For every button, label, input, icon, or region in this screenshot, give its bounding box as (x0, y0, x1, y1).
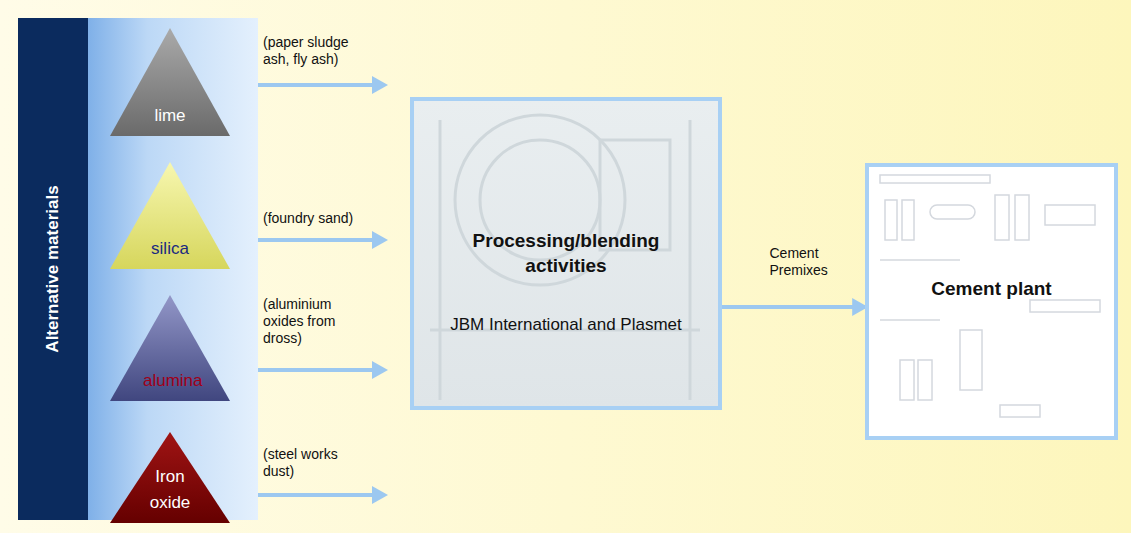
category-band: Alternative materials (18, 18, 88, 520)
node-text: Alternative materials (43, 185, 63, 352)
node-text: lime (143, 103, 197, 129)
process-box: Cement plant (865, 163, 1118, 440)
material-triangle: silica (110, 162, 230, 269)
node-text: Iron oxide (143, 464, 197, 515)
material-triangle: alumina (110, 295, 230, 401)
material-source-label: (paper sludge ash, fly ash) (263, 34, 369, 68)
node-text: alumina (143, 368, 197, 394)
flow-arrow (722, 305, 865, 309)
material-source-label: (foundry sand) (263, 210, 369, 227)
node-text: silica (143, 236, 197, 262)
material-triangle: lime (110, 28, 230, 136)
material-source-label: (aluminium oxides from dross) (263, 296, 369, 346)
node-text: Processing/blending activities (451, 229, 681, 278)
machinery-photo (412, 99, 720, 408)
material-source-label: (steel works dust) (263, 446, 369, 480)
node-text: JBM International and Plasmet (446, 314, 686, 336)
material-arrows (258, 76, 388, 504)
cement-plant-sketch (867, 165, 1116, 438)
material-triangle: Iron oxide (110, 432, 230, 523)
process-box: Processing/blending activitiesJBM Intern… (410, 97, 722, 410)
edge-label: Cement Premixes (770, 245, 854, 279)
node-text: Cement plant (882, 277, 1102, 302)
